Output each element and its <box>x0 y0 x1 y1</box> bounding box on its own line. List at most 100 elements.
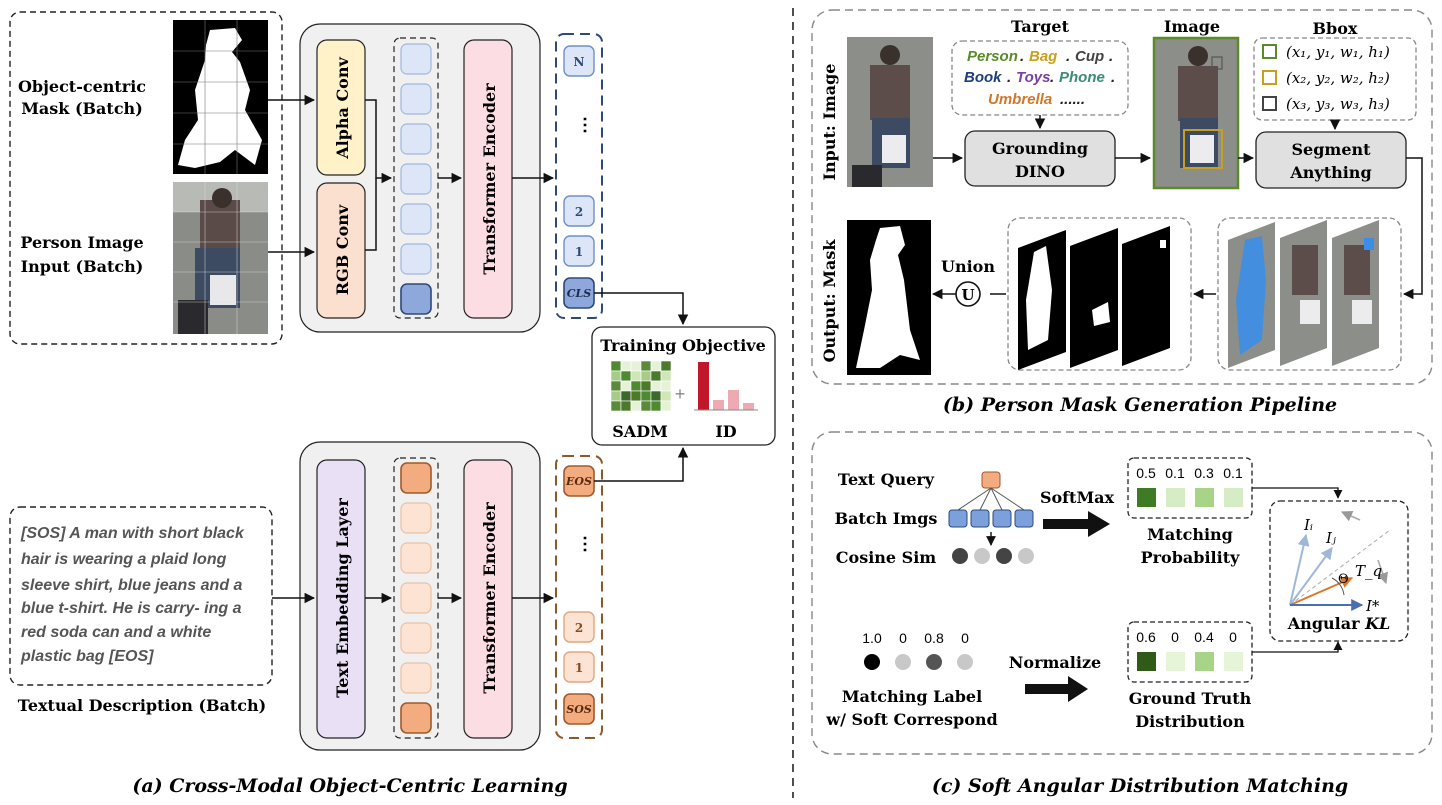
input-batch-box <box>9 11 283 345</box>
output-mask-label: Output: Mask <box>820 239 839 363</box>
word-token <box>400 542 432 574</box>
matching-label-line2: w/ Soft Correspond <box>825 710 997 729</box>
segment-anything-block <box>1255 131 1407 189</box>
vector-i-j: Iⱼ <box>1325 529 1336 547</box>
target-word: ...... <box>1060 91 1085 108</box>
sadm-cell <box>660 370 672 382</box>
transformer-encoder-top-label: Transformer Encoder <box>480 83 499 275</box>
target-separator: . <box>1020 48 1024 65</box>
matching-probability-line2: Probability <box>1141 548 1241 567</box>
alpha-conv-label: Alpha Conv <box>333 57 352 160</box>
label-circle <box>864 654 880 670</box>
matching-label-line1: Matching Label <box>842 687 982 706</box>
bbox-row: (x₂, y₂, w₂, h₂) <box>1286 69 1390 87</box>
input-person-image <box>847 37 933 187</box>
sadm-cell <box>610 380 622 392</box>
sadm-cell <box>660 380 672 392</box>
grounding-dino-line2: DINO <box>1015 162 1065 181</box>
token-1-img <box>563 235 595 267</box>
image-output-token-column <box>555 33 603 319</box>
bbox-box <box>1253 37 1417 121</box>
ground-truth-line2: Distribution <box>1135 712 1245 731</box>
matching-probability-line1: Matching <box>1147 525 1233 544</box>
sadm-cell <box>640 360 652 372</box>
bbox-heading: Bbox <box>1313 19 1358 38</box>
segment-anything-line2: Anything <box>1289 163 1371 182</box>
token-n <box>563 45 595 77</box>
transformer-encoder-bottom-label: Transformer Encoder <box>480 502 499 694</box>
sadm-cell <box>620 400 632 412</box>
cell-value: 0.1 <box>1223 465 1243 481</box>
word-token <box>400 702 432 734</box>
target-word: Person <box>967 48 1018 65</box>
word-token <box>400 622 432 654</box>
sadm-cell <box>610 400 622 412</box>
segment-anything-line1: Segment <box>1291 140 1371 159</box>
caption-b: (b) Person Mask Generation Pipeline <box>943 394 1337 416</box>
target-word: Bag <box>1029 48 1057 65</box>
cell-swatch <box>1224 652 1243 671</box>
transformer-encoder-bottom <box>463 459 513 739</box>
sadm-cell <box>650 380 662 392</box>
sadm-cell <box>610 360 622 372</box>
bbox-swatch-icon <box>1262 96 1277 111</box>
cosine-sim-label: Cosine Sim <box>836 548 937 567</box>
cell-value: 0 <box>1229 629 1237 645</box>
sadm-cell <box>630 360 642 372</box>
label-value: 0.8 <box>924 630 944 646</box>
target-word: Umbrella <box>988 91 1052 108</box>
label-value: 0 <box>961 630 969 646</box>
masks-box <box>1007 217 1192 371</box>
patch-token <box>400 243 432 275</box>
patch-token <box>400 123 432 155</box>
sadm-cell <box>640 380 652 392</box>
target-separator: . <box>1109 48 1113 65</box>
sadm-cell <box>620 390 632 402</box>
panel-a: Object-centric Mask (Batch) Person Image… <box>9 11 776 797</box>
id-bars <box>694 362 758 411</box>
token-2-text-label: 2 <box>575 621 583 635</box>
token-1-text <box>563 651 595 683</box>
word-token <box>400 502 432 534</box>
textual-description-label: Textual Description (Batch) <box>18 696 266 715</box>
segmented-images <box>1228 220 1379 368</box>
normalize-arrow-icon <box>1025 676 1088 702</box>
label-circle <box>926 654 942 670</box>
person-image <box>173 182 268 334</box>
bbox-rows: (x₁, y₁, w₁, h₁)(x₂, y₂, w₂, h₂)(x₃, y₃,… <box>1262 43 1390 113</box>
sadm-cell <box>660 390 672 402</box>
token-sos <box>563 693 595 725</box>
normalize-label: Normalize <box>1009 653 1101 672</box>
sadm-cell <box>610 390 622 402</box>
text-embedding-block <box>316 459 366 739</box>
bbox-row: (x₃, y₃, w₃, h₃) <box>1286 95 1390 113</box>
target-word: Cup <box>1075 48 1104 65</box>
arrow-cls-to-objective <box>594 292 689 326</box>
token-eos-label: EOS <box>565 475 592 488</box>
label-circle <box>895 654 911 670</box>
query-tree <box>948 471 1034 564</box>
word-token <box>400 462 432 494</box>
sadm-cell <box>660 400 672 412</box>
cell-value: 0.6 <box>1136 629 1156 645</box>
target-separator: . <box>1007 69 1011 86</box>
sadm-cell <box>630 400 642 412</box>
ground-truth-line1: Ground Truth <box>1129 689 1252 708</box>
sadm-cell <box>640 390 652 402</box>
target-word: Toys <box>1016 69 1050 86</box>
sadm-cell <box>640 370 652 382</box>
token-cls-label: CLS <box>567 287 591 300</box>
sadm-cell <box>650 400 662 412</box>
sadm-cell <box>630 380 642 392</box>
text-description-box <box>9 506 273 686</box>
sadm-cell <box>620 360 632 372</box>
arrow-sam-to-segments <box>1402 157 1423 300</box>
binary-masks <box>1018 226 1170 370</box>
cell-value: 0.1 <box>1165 465 1185 481</box>
grounding-dino-line1: Grounding <box>992 139 1088 158</box>
vector-t-q: T_q <box>1355 562 1382 580</box>
sadm-cell <box>650 390 662 402</box>
